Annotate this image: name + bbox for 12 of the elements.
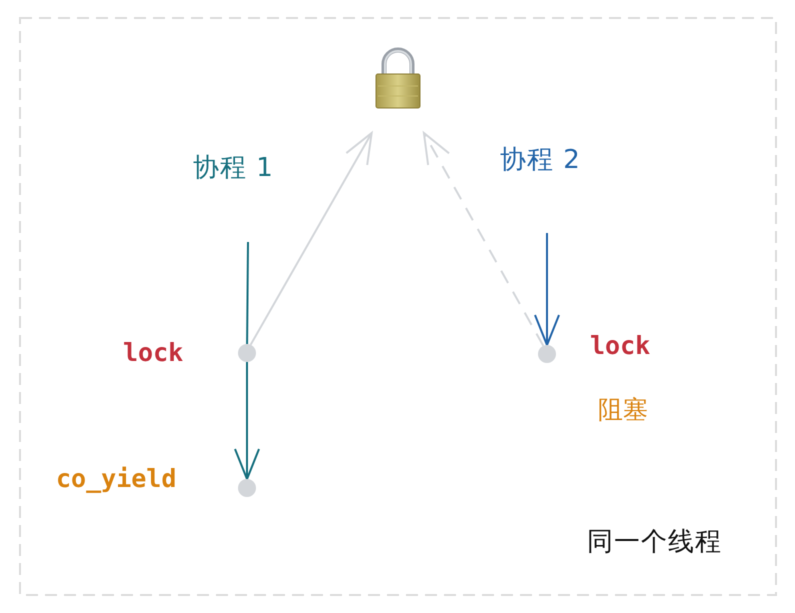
status-label: 阻塞	[598, 395, 648, 425]
arrow	[534, 233, 560, 346]
edge-label: 协程 1	[193, 152, 274, 184]
code-label: lock	[590, 331, 650, 361]
code-label: lock	[123, 338, 184, 368]
arrow	[422, 132, 544, 346]
arrow	[234, 362, 260, 480]
edge-label: 协程 2	[500, 144, 581, 176]
line	[246, 242, 249, 344]
caption-text: 同一个线程	[587, 526, 722, 558]
arrow	[250, 132, 373, 346]
code-label: co_yield	[56, 464, 176, 494]
